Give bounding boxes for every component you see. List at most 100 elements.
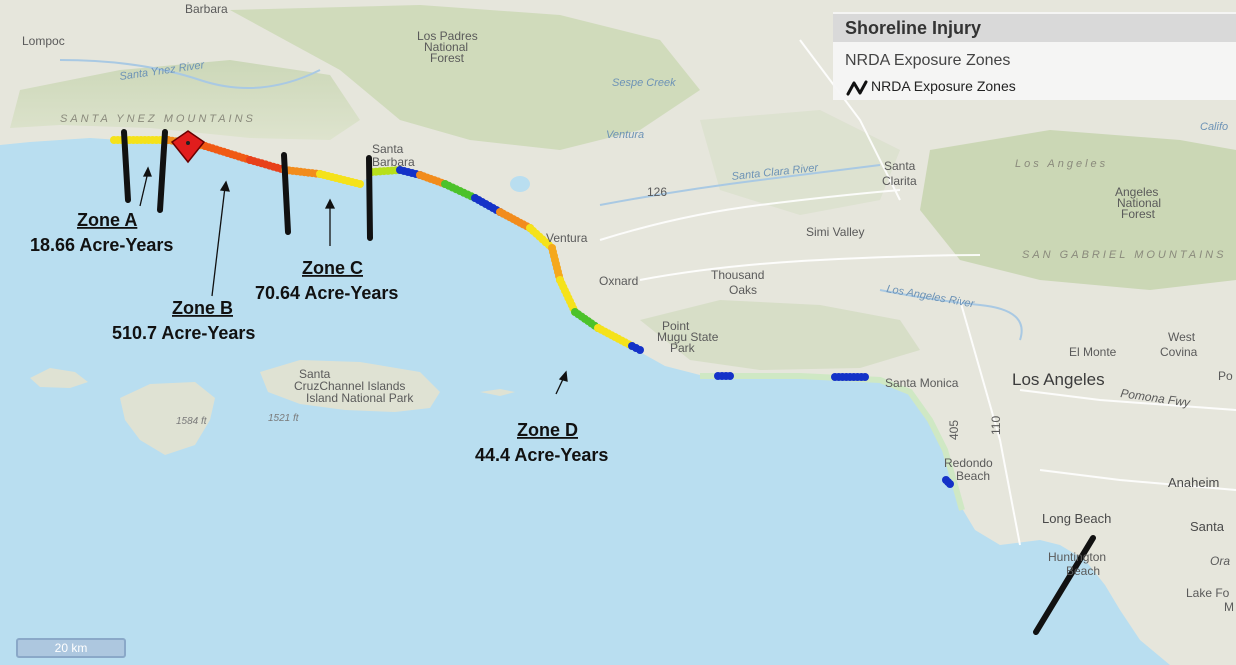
label-point-mugu-3: Park — [670, 341, 696, 355]
injury-dot — [356, 180, 364, 188]
zone-d-value: 44.4 Acre-Years — [475, 445, 608, 465]
label-elev-1521: 1521 ft — [268, 413, 300, 424]
coast-highlight-south — [700, 373, 965, 511]
label-hwy-110: 110 — [989, 416, 1003, 435]
arrow-head — [142, 166, 152, 177]
label-redondo-1: Redondo — [944, 456, 993, 470]
injury-dot — [726, 372, 734, 380]
angeles-forest — [920, 130, 1236, 290]
injury-dot — [636, 346, 644, 354]
label-santa-barbara-2: Barbara — [372, 155, 415, 169]
label-lake-forest: Lake Fo — [1186, 586, 1230, 600]
label-thousand-oaks-2: Oaks — [729, 283, 757, 297]
zone-d-name: Zone D — [517, 420, 578, 440]
zone-boundaries — [121, 129, 1096, 635]
label-channel-islands-2: CruzChannel Islands — [294, 379, 405, 393]
label-santa-clarita-1: Santa — [884, 159, 916, 173]
arrow-zone-b — [211, 186, 226, 297]
injury-dot — [861, 373, 869, 381]
zone-b-value: 510.7 Acre-Years — [112, 323, 255, 343]
lake-casitas — [510, 176, 530, 192]
label-channel-islands-1: Santa — [299, 367, 331, 381]
zone-a-value: 18.66 Acre-Years — [30, 235, 173, 255]
label-el-monte: El Monte — [1069, 345, 1117, 359]
label-hwy-126: 126 — [647, 185, 667, 199]
label-west-covina-2: Covina — [1160, 345, 1198, 359]
legend-item-label: NRDA Exposure Zones — [871, 78, 1016, 94]
arrow-zone-a — [139, 171, 149, 207]
label-west-covina-1: West — [1168, 330, 1196, 344]
label-point-mugu-2: Mugu State — [657, 330, 719, 344]
arrow-head — [324, 198, 336, 209]
label-anaheim: Anaheim — [1168, 475, 1219, 490]
label-santa-clarita-2: Clarita — [882, 174, 917, 188]
label-sespe-creek: Sespe Creek — [612, 77, 676, 89]
label-angeles-1: Angeles — [1115, 185, 1158, 199]
label-huntington-1: Huntington — [1048, 550, 1106, 564]
zone-arrows — [139, 166, 568, 395]
label-los-padres-2: National — [424, 40, 468, 54]
santa-clara-river-line — [599, 164, 881, 206]
label-angeles-3: Forest — [1121, 207, 1156, 221]
zone-boundary-line — [366, 155, 373, 241]
santa-monica-mountains — [640, 300, 920, 370]
la-river-line — [879, 289, 1023, 341]
zone-c-value: 70.64 Acre-Years — [255, 283, 398, 303]
zone-boundary-line — [121, 129, 131, 203]
label-point-mugu-1: Point — [662, 319, 690, 333]
label-los-angeles: Los Angeles — [1012, 370, 1105, 389]
scale-bar: 20 km — [16, 638, 126, 658]
label-m-edge: M — [1224, 600, 1234, 614]
label-ventura-river: Ventura — [606, 129, 644, 141]
label-los-padres-1: Los Padres — [417, 29, 478, 43]
island-anacapa — [480, 389, 515, 396]
label-lompoc: Lompoc — [22, 34, 65, 48]
island-anacapa-west — [30, 368, 88, 388]
label-cali-edge: Califo — [1200, 121, 1228, 133]
label-santa-barbara-1: Santa — [372, 142, 404, 156]
map-legend: Shoreline Injury NRDA Exposure Zones NRD… — [833, 12, 1236, 100]
arrow-head — [558, 370, 568, 382]
arrow-head — [219, 180, 230, 192]
injury-dot — [946, 480, 954, 488]
label-santa-ynez-mountains: SANTA YNEZ MOUNTAINS — [60, 113, 256, 125]
label-simi-valley: Simi Valley — [806, 225, 864, 239]
label-hwy-405: 405 — [947, 420, 961, 440]
label-po-edge: Po — [1218, 369, 1233, 383]
legend-title: Shoreline Injury — [833, 14, 1236, 42]
santa-ynez-mountains — [10, 60, 360, 140]
label-san-gabriel: SAN GABRIEL MOUNTAINS — [1022, 249, 1226, 261]
label-elev-1584: 1584 ft — [176, 416, 208, 427]
label-santa-edge: Santa — [1190, 519, 1225, 534]
line-symbol-icon — [846, 80, 868, 96]
santa-ynez-river-line — [59, 59, 321, 89]
shoreline-injury-dots — [110, 136, 954, 488]
label-channel-islands-3: Island National Park — [306, 391, 414, 405]
hills-mid — [700, 110, 900, 215]
label-ventura: Ventura — [546, 231, 588, 245]
los-padres-forest — [230, 5, 700, 150]
legend-subtitle: NRDA Exposure Zones — [845, 52, 1011, 69]
zone-c-name: Zone C — [302, 258, 363, 278]
spill-location-marker[interactable] — [170, 130, 206, 164]
zone-boundary-line — [157, 129, 168, 213]
label-long-beach: Long Beach — [1042, 511, 1111, 526]
island-santa-rosa — [120, 382, 215, 455]
label-redondo-2: Beach — [956, 469, 990, 483]
zone-a-name: Zone A — [77, 210, 137, 230]
label-los-angeles-top: Los Angeles — [1015, 158, 1108, 170]
label-los-padres-3: Forest — [430, 51, 465, 65]
island-santa-cruz — [260, 360, 440, 412]
label-huntington-2: Beach — [1066, 564, 1100, 578]
zone-boundary-line — [1033, 535, 1096, 635]
label-barbara-top: Barbara — [185, 2, 228, 16]
label-santa-monica: Santa Monica — [885, 376, 959, 390]
label-orange-edge: Ora — [1210, 554, 1230, 568]
zone-boundary-line — [281, 152, 291, 235]
label-oxnard: Oxnard — [599, 274, 638, 288]
roads — [599, 39, 1236, 546]
label-thousand-oaks-1: Thousand — [711, 268, 764, 282]
label-angeles-2: National — [1117, 196, 1161, 210]
